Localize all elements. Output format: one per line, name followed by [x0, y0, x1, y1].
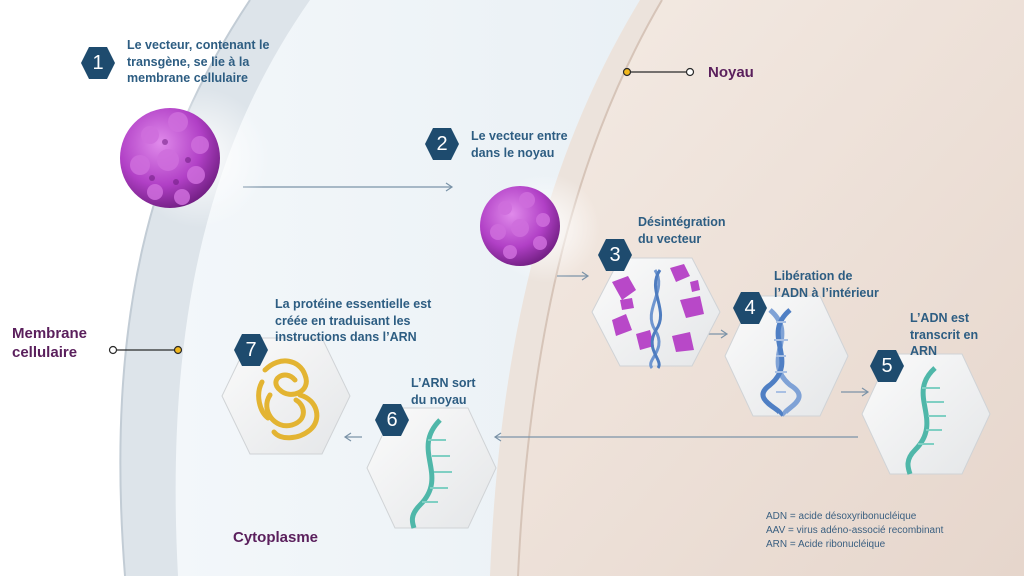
disintegrated-vector: [612, 264, 704, 369]
legend-aav: AAV = virus adéno-associé recombinant: [766, 525, 944, 536]
step-1-badge: 1: [80, 45, 116, 81]
step-7-text: La protéine essentielle est créée en tra…: [275, 297, 432, 344]
step-4-badge: 4: [732, 290, 768, 326]
dna-helix: [760, 308, 802, 418]
step-3-badge: 3: [597, 237, 633, 273]
abbreviation-legend: ADN = acide désoxyribonucléique AAV = vi…: [766, 510, 943, 552]
vector-virus-large: [120, 88, 270, 228]
step-7-badge: 7: [233, 332, 269, 368]
cytoplasm-label: Cytoplasme: [233, 529, 319, 546]
nucleus-leader-line: [622, 67, 695, 77]
step-1-text: Le vecteur, contenant le transgène, se l…: [127, 38, 270, 85]
step-2-badge: 2: [424, 126, 460, 162]
step-5-badge: 5: [869, 348, 905, 384]
essential-protein: [256, 358, 320, 441]
step-5-text: L’ADN est transcrit en ARN: [910, 311, 979, 358]
flow-arrows: [243, 182, 870, 442]
membrane-leader-line: [108, 345, 183, 355]
step-6-text: L’ARN sort du noyau: [411, 376, 476, 407]
legend-adn: ADN = acide désoxyribonucléique: [766, 511, 917, 522]
rna-strand-exiting: [409, 418, 452, 529]
step-4-text: Libération de l’ADN à l’intérieur: [774, 269, 879, 300]
legend-arn: ARN = Acide ribonucléique: [766, 539, 886, 550]
membrane-label: Membrane cellulaire: [12, 325, 88, 361]
step-3-text: Désintégration du vecteur: [638, 215, 726, 246]
vector-virus-entering: [480, 173, 600, 283]
step-2-text: Le vecteur entre dans le noyau: [471, 129, 568, 160]
rna-strand-nucleus: [905, 366, 946, 475]
nucleus-label: Noyau: [708, 64, 754, 81]
step-6-badge: 6: [374, 402, 410, 438]
